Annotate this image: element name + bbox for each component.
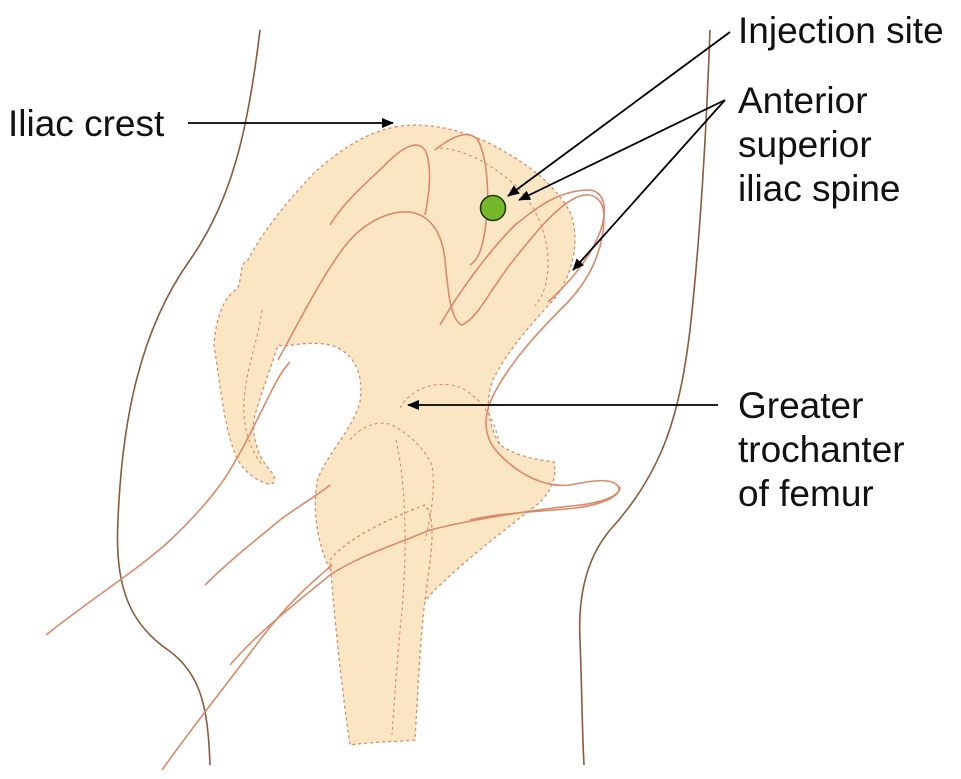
label-iliac-crest: Iliac crest — [8, 103, 165, 144]
label-trochanter-line-3: of femur — [738, 473, 874, 514]
label-trochanter-line-1: Greater — [738, 385, 863, 426]
injection-site-marker — [481, 196, 506, 221]
leader-asis-upper — [519, 100, 725, 200]
label-asis-line-2: superior — [738, 124, 872, 165]
muscle-quadriceps-4 — [205, 485, 330, 585]
pelvis-and-femur — [214, 125, 575, 745]
label-trochanter-line-2: trochanter — [738, 429, 905, 470]
label-injection-site: Injection site — [738, 10, 944, 51]
label-asis-line-1: Anterior — [738, 80, 868, 121]
label-asis-line-3: iliac spine — [738, 168, 900, 209]
muscle-quadriceps-2 — [162, 565, 332, 770]
skin-right-contour — [580, 30, 710, 765]
